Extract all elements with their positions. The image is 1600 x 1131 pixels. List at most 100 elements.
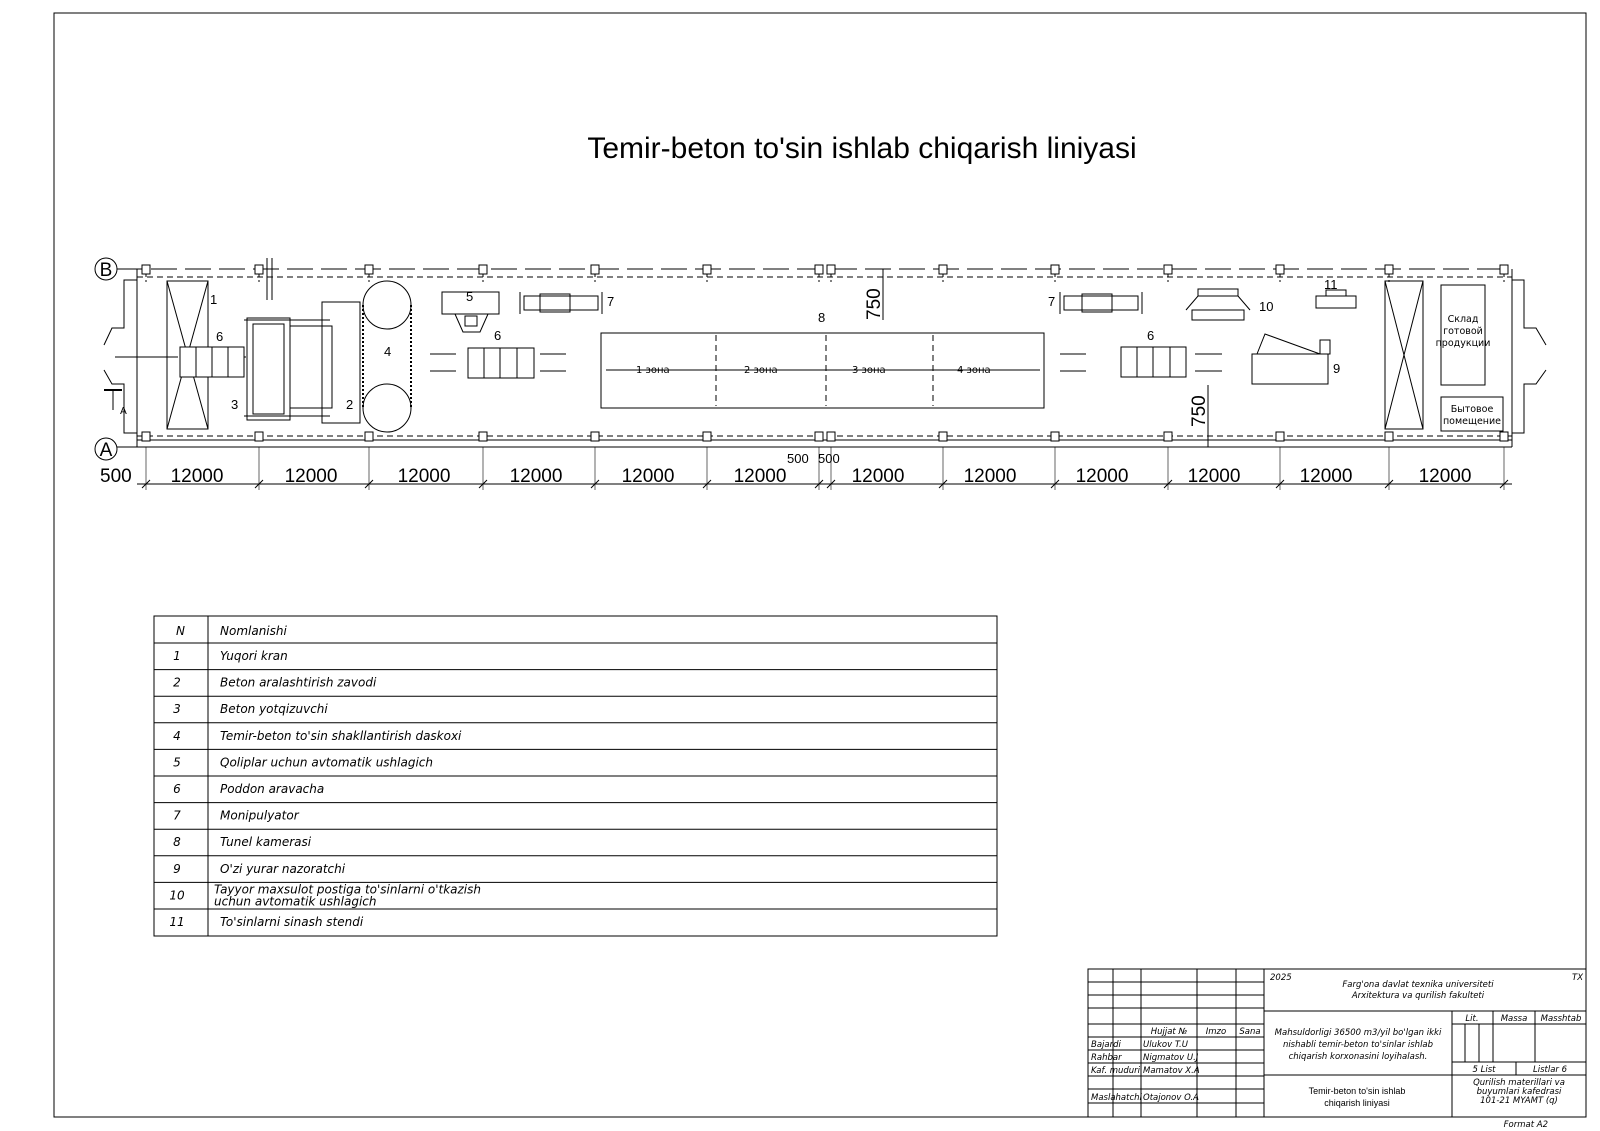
stamp-header-sign: Imzo: [1206, 1027, 1226, 1037]
dim-span-1: 12000: [171, 466, 224, 487]
legend-name-2: Beton aralashtirish zavodi: [220, 676, 377, 690]
axis-label-a: A: [100, 440, 113, 461]
legend-name-1: Yuqori kran: [220, 649, 288, 663]
stamp-dept-2: buyumlari kafedrasi: [1477, 1087, 1562, 1097]
stamp-col-mass: Massa: [1501, 1014, 1528, 1024]
eq-num-5: 5: [466, 289, 473, 304]
stamp-header-date: Sana: [1239, 1027, 1260, 1037]
dim-span-12: 12000: [1419, 466, 1472, 487]
legend-num-11: 11: [169, 915, 184, 929]
vertical-dimensions: 750 750: [864, 269, 1210, 447]
dim-span-7: 12000: [852, 466, 905, 487]
eq-num-6a: 6: [216, 329, 223, 344]
stamp-sheets: Listlar 6: [1533, 1065, 1568, 1075]
legend-name-10-line-1: Tayyor maxsulot postiga to'sinlarni o'tk…: [214, 882, 481, 896]
warehouse-line-1: Склад: [1448, 314, 1479, 325]
warehouse-line-3: продукции: [1436, 338, 1491, 349]
eq-num-10: 10: [1259, 299, 1273, 314]
legend-name-3: Beton yotqizuvchi: [220, 702, 328, 716]
zone-2: 2 зона: [744, 365, 778, 376]
stamp-sheet-title-1: Temir-beton to'sin ishlab: [1309, 1086, 1406, 1096]
eq-num-3: 3: [231, 397, 238, 412]
stamp-project-1: Mahsuldorligi 36500 m3/yil bo'lgan ikki: [1275, 1028, 1442, 1038]
dim-span-11: 12000: [1300, 466, 1353, 487]
eq-num-8: 8: [818, 310, 825, 325]
eq-num-7b: 7: [1048, 294, 1055, 309]
stamp-sheet-title-2: chiqarish liniyasi: [1324, 1098, 1390, 1108]
stamp-col-lit: Lit.: [1465, 1014, 1478, 1024]
title-block: [1087, 968, 1587, 1118]
tunnel-zones: 1 зона 2 зона 3 зона 4 зона: [636, 365, 991, 376]
stamp-name-1: Ulukov T.U: [1143, 1040, 1189, 1050]
legend-name-7: Monipulyator: [220, 809, 300, 823]
stamp-project-2: nishabli temir-beton to'sinlar ishlab: [1283, 1040, 1433, 1050]
section-label: A: [120, 406, 127, 417]
stamp-name-2: Nigmatov U.J: [1143, 1053, 1199, 1063]
warehouse-line-2: готовой: [1443, 326, 1483, 337]
legend-name-8: Tunel kamerasi: [220, 835, 312, 849]
stamp-role-1: Bajardi: [1091, 1040, 1122, 1050]
eq-num-6c: 6: [1147, 328, 1154, 343]
axis-markers: B A A: [94, 257, 127, 461]
legend-name-10-line-2: uchun avtomatik ushlagich: [214, 894, 377, 908]
stamp-col-scale: Masshtab: [1541, 1014, 1582, 1024]
axis-label-b: B: [100, 260, 113, 281]
stamp-org-1: Farg'ona davlat texnika universiteti: [1342, 980, 1494, 990]
dim-start: 500: [100, 466, 132, 487]
legend-header-name: Nomlanishi: [220, 624, 287, 638]
legend-num-9: 9: [173, 862, 181, 876]
eq-num-11: 11: [1324, 277, 1338, 292]
legend-name-11: To'sinlarni sinash stendi: [220, 915, 364, 929]
legend-num-1: 1: [173, 649, 181, 663]
dim-750-bottom: 750: [1189, 395, 1210, 427]
legend-num-2: 2: [173, 676, 181, 690]
legend-name-6: Poddon aravacha: [220, 782, 324, 796]
stamp-name-4: Otajonov O.A: [1143, 1093, 1199, 1103]
legend-num-10: 10: [169, 888, 185, 902]
eq-num-1: 1: [210, 292, 217, 307]
dim-span-2: 12000: [285, 466, 338, 487]
title-block-text: 2025 TX Farg'ona davlat texnika universi…: [1091, 973, 1583, 1108]
dim-span-6: 12000: [734, 466, 787, 487]
utility-line-1: Бытовое: [1451, 404, 1494, 415]
dim-750-top: 750: [864, 288, 885, 320]
stamp-project-3: chiqarish korxonasini loyihalash.: [1289, 1052, 1428, 1062]
dim-span-10: 12000: [1188, 466, 1241, 487]
stamp-name-3: Mamatov X.A: [1143, 1066, 1200, 1076]
dim-span-5: 12000: [622, 466, 675, 487]
legend-name-4: Temir-beton to'sin shakllantirish daskox…: [220, 729, 462, 743]
equipment-numbers: 1 6 3 2 4 5 6 7 8 7 6 10 11 9: [210, 277, 1340, 412]
stamp-role-2: Rahbar: [1091, 1053, 1122, 1063]
rooms: Склад готовой продукции Бытовое помещени…: [1436, 314, 1502, 427]
legend-header-n: N: [176, 624, 185, 638]
stamp-year: 2025: [1270, 973, 1292, 983]
zone-4: 4 зона: [957, 365, 991, 376]
eq-num-9: 9: [1333, 361, 1340, 376]
drawing-title: Temir-beton to'sin ishlab chiqarish lini…: [587, 132, 1136, 165]
legend-num-5: 5: [173, 755, 181, 769]
eq-num-2: 2: [346, 397, 353, 412]
dim-span-8: 12000: [964, 466, 1017, 487]
equipment: [117, 280, 1504, 433]
legend-num-4: 4: [173, 729, 181, 743]
utility-line-2: помещение: [1443, 416, 1501, 427]
stamp-org-2: Arxitektura va qurilish fakulteti: [1351, 991, 1485, 1001]
eq-num-7a: 7: [607, 294, 614, 309]
dim-span-4: 12000: [510, 466, 563, 487]
sheet-frame: [53, 12, 1587, 1118]
legend-name-5: Qoliplar uchun avtomatik ushlagich: [220, 755, 433, 769]
stamp-code: TX: [1572, 973, 1583, 983]
stamp-role-4: Maslahatchi: [1091, 1093, 1143, 1103]
dim-joint-left: 500: [787, 451, 809, 466]
zone-3: 3 зона: [852, 365, 886, 376]
eq-num-4: 4: [384, 344, 391, 359]
dim-span-9: 12000: [1076, 466, 1129, 487]
stamp-format: Format A2: [1504, 1120, 1548, 1130]
legend-num-6: 6: [173, 782, 181, 796]
stamp-dept-3: 101-21 MYAMT (q): [1480, 1096, 1558, 1106]
stamp-header-doc: Hujjat №: [1151, 1027, 1188, 1037]
eq-num-6b: 6: [494, 328, 501, 343]
